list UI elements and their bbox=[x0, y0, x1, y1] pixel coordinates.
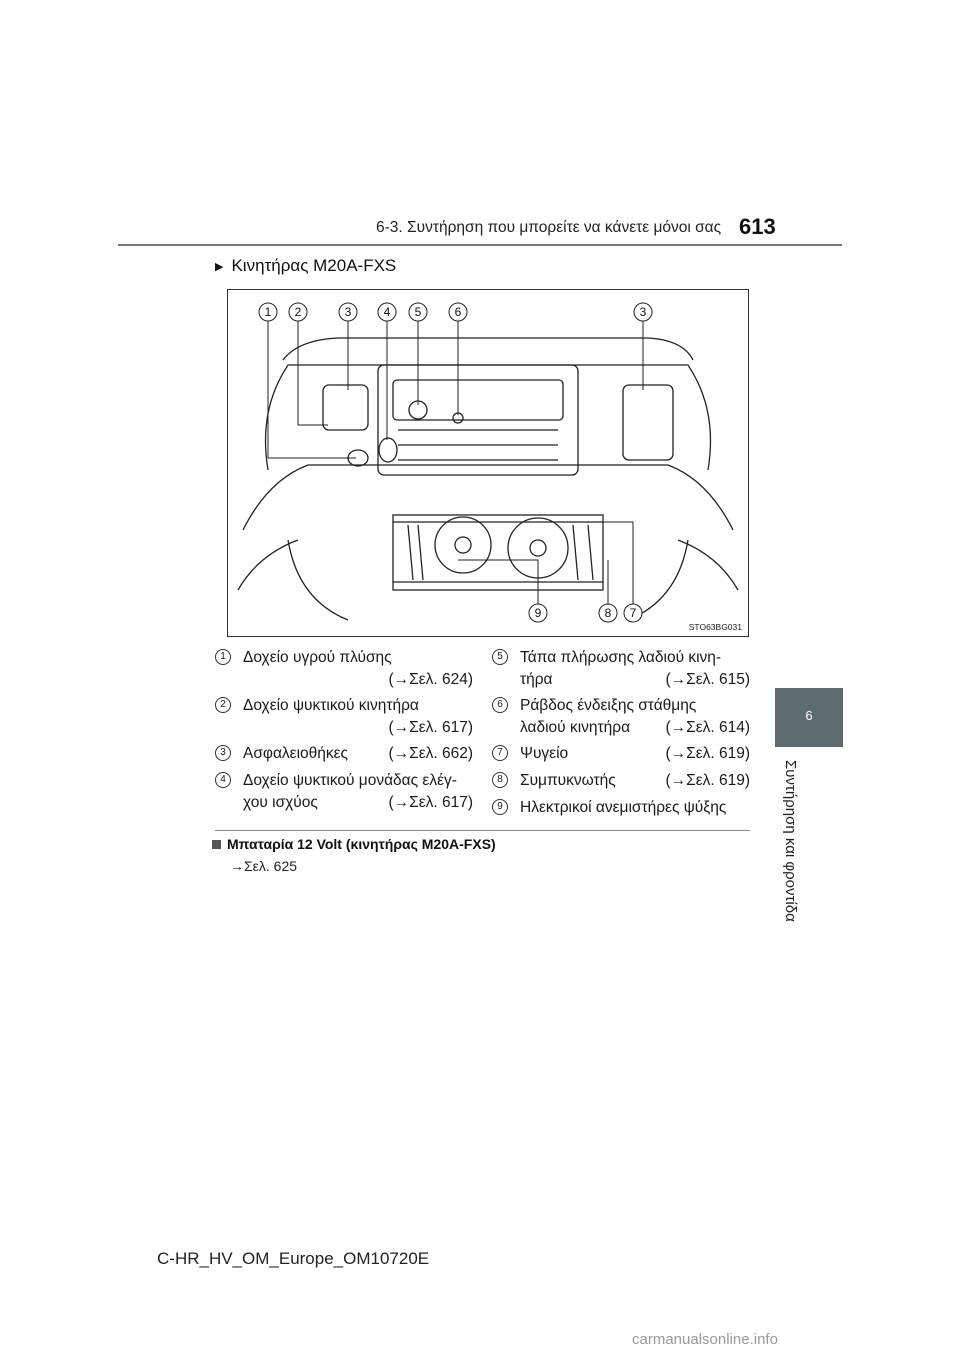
figure-callout: 5 bbox=[415, 305, 422, 319]
page-reference: (→Σελ. 615) bbox=[665, 671, 750, 688]
legend-text: Ηλεκτρικοί ανεμιστήρες ψύξης bbox=[520, 799, 727, 816]
page-reference: (→Σελ. 624) bbox=[388, 671, 473, 688]
figure-callout: 1 bbox=[265, 305, 272, 319]
figure-callout: 7 bbox=[630, 606, 637, 620]
legend-item: 2 Δοχείο ψυκτικού κινητήρα (→Σελ. 617) bbox=[215, 695, 473, 739]
legend-text: Ψυγείο bbox=[520, 745, 569, 762]
legend-number: 8 bbox=[492, 772, 508, 788]
engine-bay-illustration: 1 2 3 4 5 6 3 9 8 7 STO63BG031 bbox=[227, 289, 749, 637]
legend-number: 3 bbox=[215, 745, 231, 761]
chapter-tab: 6 bbox=[775, 688, 843, 747]
figure-code: STO63BG031 bbox=[688, 622, 742, 632]
subsection-page-reference: →Σελ. 625 bbox=[230, 858, 298, 874]
legend-text: Ράβδος ένδειξης στάθμης bbox=[520, 697, 697, 714]
legend-divider bbox=[215, 830, 750, 831]
legend-text: Ασφαλειοθήκες bbox=[243, 745, 349, 762]
figure-callout: 4 bbox=[384, 305, 391, 319]
legend-item: 7 Ψυγείο (→Σελ. 619) bbox=[492, 743, 750, 765]
legend-item: 4 Δοχείο ψυκτικού μονάδας ελέγ- χου ισχύ… bbox=[215, 770, 473, 814]
page-reference: (→Σελ. 614) bbox=[665, 719, 750, 736]
legend-number: 7 bbox=[492, 745, 508, 761]
page-reference: (→Σελ. 617) bbox=[388, 719, 473, 736]
figure-callout: 3 bbox=[345, 305, 352, 319]
legend-text: Τάπα πλήρωσης λαδιού κινη- bbox=[520, 649, 722, 666]
page-reference: (→Σελ. 662) bbox=[388, 745, 473, 762]
legend-item: 1 Δοχείο υγρού πλύσης (→Σελ. 624) bbox=[215, 647, 473, 691]
figure-callout: 6 bbox=[455, 305, 462, 319]
figure-callout: 3 bbox=[640, 305, 647, 319]
legend-number: 6 bbox=[492, 697, 508, 713]
running-header-title: 6-3. Συντήρηση που μπορείτε να κάνετε μό… bbox=[376, 219, 722, 236]
legend-text: Συμπυκνωτής bbox=[520, 772, 616, 789]
legend-item: 3 Ασφαλειοθήκες (→Σελ. 662) bbox=[215, 743, 473, 765]
page-number: 613 bbox=[739, 214, 776, 239]
square-bullet-icon bbox=[212, 840, 221, 849]
figure-callout: 2 bbox=[295, 305, 302, 319]
legend-item: 5 Τάπα πλήρωσης λαδιού κινη- τήρα (→Σελ.… bbox=[492, 647, 750, 691]
figure-callout: 8 bbox=[605, 606, 612, 620]
chapter-tab-label: Συντήρηση και φροντίδα bbox=[782, 760, 799, 922]
legend-number: 9 bbox=[492, 799, 508, 815]
legend-item: 6 Ράβδος ένδειξης στάθμης λαδιού κινητήρ… bbox=[492, 695, 750, 739]
legend-item: 9 Ηλεκτρικοί ανεμιστήρες ψύξης bbox=[492, 797, 750, 819]
legend-text-cont: τήρα bbox=[520, 671, 553, 688]
legend-number: 1 bbox=[215, 649, 231, 665]
legend-number: 5 bbox=[492, 649, 508, 665]
legend-text: Δοχείο υγρού πλύσης bbox=[243, 649, 392, 666]
legend-text-cont: λαδιού κινητήρα bbox=[520, 719, 631, 736]
page-reference: (→Σελ. 617) bbox=[388, 794, 473, 811]
page-reference: (→Σελ. 619) bbox=[665, 772, 750, 789]
section-heading: ▶ Κινητήρας M20A-FXS bbox=[215, 256, 396, 276]
legend-text-cont: χου ισχύος bbox=[243, 794, 318, 811]
legend-item: 8 Συμπυκνωτής (→Σελ. 619) bbox=[492, 770, 750, 792]
subsection-heading: Μπαταρία 12 Volt (κινητήρας M20A-FXS) bbox=[212, 836, 496, 852]
header-divider bbox=[118, 244, 842, 246]
page-reference: (→Σελ. 619) bbox=[665, 745, 750, 762]
section-heading-text: Κινητήρας M20A-FXS bbox=[231, 256, 397, 275]
triangle-bullet-icon: ▶ bbox=[215, 261, 224, 273]
legend-text: Δοχείο ψυκτικού κινητήρα bbox=[243, 697, 419, 714]
legend-number: 4 bbox=[215, 772, 231, 788]
legend-text: Δοχείο ψυκτικού μονάδας ελέγ- bbox=[243, 772, 457, 789]
chapter-tab-number: 6 bbox=[805, 708, 813, 723]
watermark: carmanualsonline.info bbox=[632, 1331, 778, 1348]
engine-bay-drawing: 1 2 3 4 5 6 3 9 8 7 bbox=[237, 302, 739, 623]
figure-callout: 9 bbox=[535, 606, 542, 620]
subsection-title: Μπαταρία 12 Volt (κινητήρας M20A-FXS) bbox=[227, 836, 496, 852]
document-id: C-HR_HV_OM_Europe_OM10720E bbox=[157, 1249, 430, 1268]
legend-number: 2 bbox=[215, 697, 231, 713]
